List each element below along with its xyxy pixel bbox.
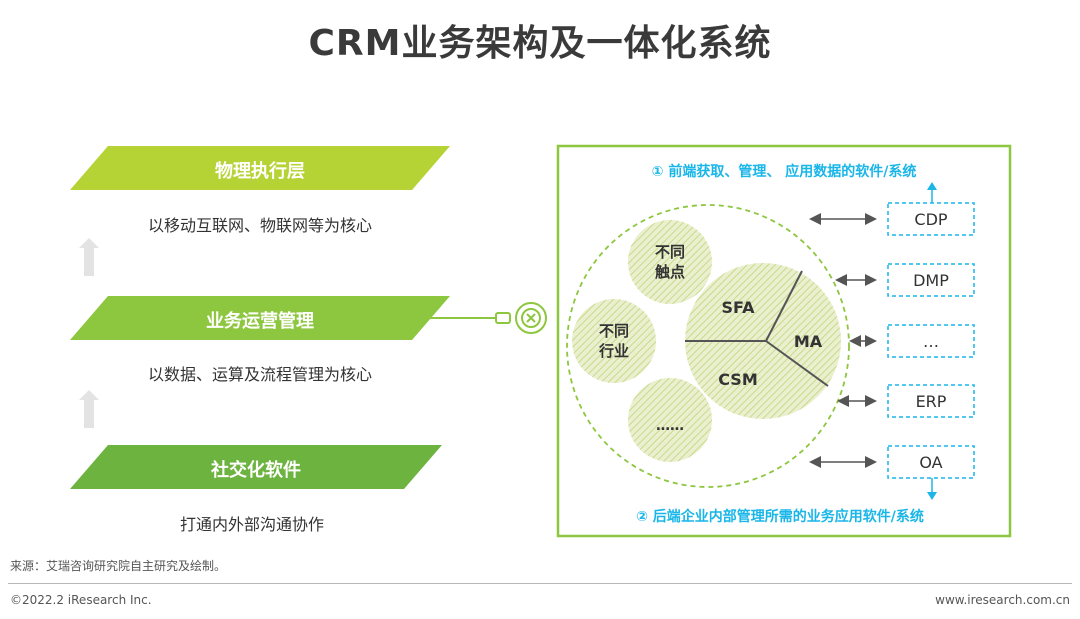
target-icon bbox=[515, 302, 547, 334]
connector-plug bbox=[495, 312, 511, 324]
layer-label-social: 社交化软件 bbox=[211, 460, 301, 481]
up-arrow-icon bbox=[79, 238, 99, 276]
bubble-industry-line1: 不同 bbox=[599, 322, 629, 340]
up-arrow-icon bbox=[927, 182, 937, 203]
layer-label-business: 业务运营管理 bbox=[206, 311, 314, 332]
system-box-label: CDP bbox=[914, 210, 947, 229]
system-box-label: DMP bbox=[913, 271, 949, 290]
system-box-label: … bbox=[923, 332, 939, 351]
layer-band-business bbox=[70, 296, 450, 340]
layer-label-physical: 物理执行层 bbox=[215, 161, 305, 182]
system-box bbox=[887, 324, 975, 358]
copyright: ©2022.2 iResearch Inc. bbox=[10, 593, 152, 607]
crm-core-dividers bbox=[685, 270, 829, 387]
bubble-industries bbox=[572, 299, 656, 383]
system-box bbox=[887, 384, 975, 418]
website-link[interactable]: www.iresearch.com.cn bbox=[935, 593, 1070, 607]
bubble-touchpoints bbox=[628, 220, 712, 304]
crm-ma-label: MA bbox=[794, 332, 823, 351]
system-box-label: OA bbox=[919, 453, 942, 472]
system-box-label: ERP bbox=[916, 392, 947, 411]
bubble-touch-line2: 触点 bbox=[655, 263, 685, 281]
page-title: CRM业务架构及一体化系统 bbox=[308, 23, 772, 64]
system-box bbox=[887, 263, 975, 297]
bubble-touch-line1: 不同 bbox=[655, 243, 685, 261]
bubble-industry-line2: 行业 bbox=[598, 342, 629, 360]
crm-csm-label: CSM bbox=[718, 370, 757, 389]
panel-bottom-note: ② 后端企业内部管理所需的业务应用软件/系统 bbox=[636, 508, 924, 525]
panel-top-note: ① 前端获取、管理、 应用数据的软件/系统 bbox=[652, 163, 917, 180]
system-box bbox=[887, 202, 975, 236]
bubble-more-label: …… bbox=[656, 418, 684, 434]
bubble-more bbox=[628, 378, 712, 462]
up-arrow-icon bbox=[79, 390, 99, 428]
layer-band-physical bbox=[70, 146, 450, 190]
down-arrow-icon bbox=[927, 478, 937, 500]
layer-desc-physical: 以移动互联网、物联网等为核心 bbox=[147, 216, 372, 235]
footer-divider bbox=[8, 583, 1072, 584]
crm-sfa-label: SFA bbox=[722, 298, 756, 317]
layer-band-social bbox=[70, 445, 442, 489]
source-note: 来源：艾瑞咨询研究院自主研究及绘制。 bbox=[10, 559, 227, 573]
system-box bbox=[887, 445, 975, 479]
layer-desc-business: 以数据、运算及流程管理为核心 bbox=[147, 365, 372, 384]
layer-desc-social: 打通内外部沟通协作 bbox=[179, 515, 324, 534]
